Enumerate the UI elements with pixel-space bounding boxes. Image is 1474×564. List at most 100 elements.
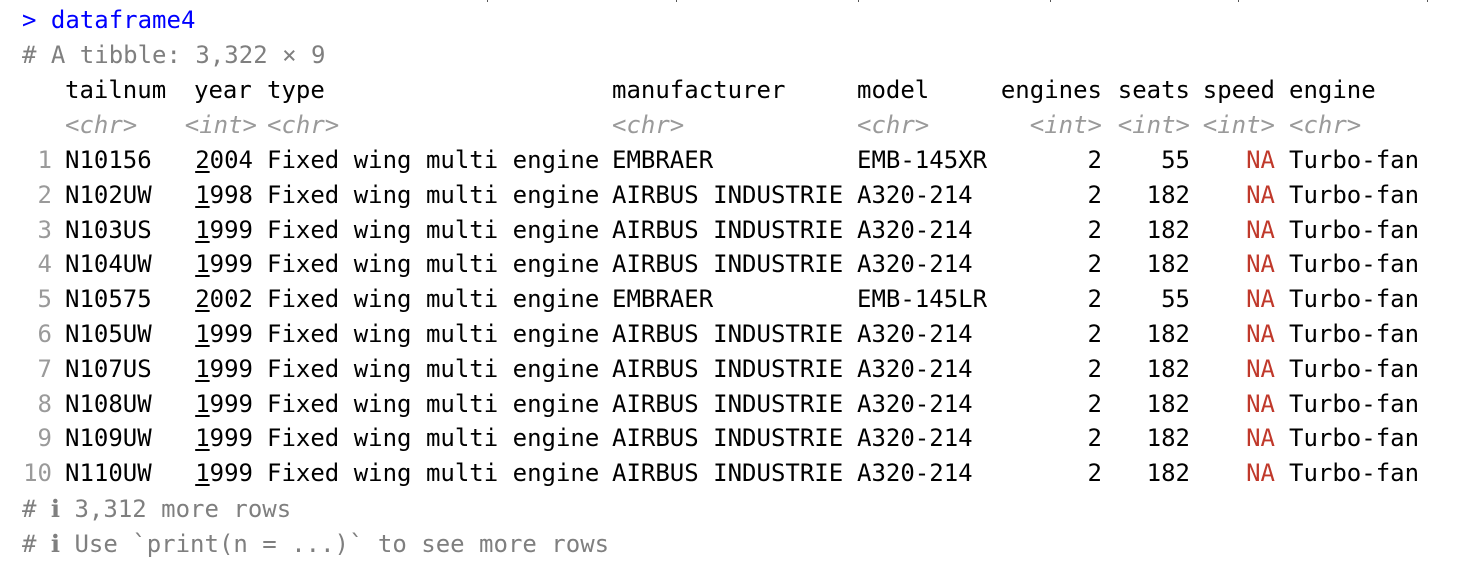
cell-year: 1998 — [180, 178, 253, 213]
cell-type: Fixed wing multi engine — [267, 354, 600, 383]
cell-speed: NA — [1246, 320, 1275, 348]
cell-year-trailing-digits: 999 — [209, 215, 253, 244]
cell-engine: Turbo-fan — [1289, 389, 1420, 418]
cell-type: Fixed wing multi engine — [267, 250, 600, 279]
cell-year-trailing-digits: 999 — [209, 389, 253, 418]
cell-year-trailing-digits: 998 — [209, 180, 253, 209]
cell-seats: 182 — [1146, 215, 1190, 244]
cell-speed: NA — [1246, 389, 1275, 418]
cell-tailnum: N104UW — [65, 250, 152, 279]
cell-manufacturer: AIRBUS INDUSTRIE — [612, 354, 844, 383]
cell-year-leading-digit: 1 — [195, 215, 210, 244]
cell-speed: NA — [1246, 285, 1275, 314]
cell-seats: 55 — [1161, 146, 1190, 174]
cell-tailnum: N103US — [65, 215, 152, 244]
cell-year-leading-digit: 1 — [195, 250, 210, 279]
cell-manufacturer: EMBRAER — [612, 285, 714, 314]
cell-engines: 2 — [1087, 250, 1102, 279]
cell-year-trailing-digits: 999 — [209, 424, 253, 453]
cell-tailnum: N108UW — [65, 389, 152, 418]
cell-year-trailing-digits: 999 — [209, 320, 253, 348]
cell-seats: 182 — [1146, 320, 1190, 348]
cell-year-leading-digit: 2 — [195, 146, 210, 174]
cell-tailnum: N105UW — [65, 320, 152, 348]
cell-seats: 182 — [1146, 250, 1190, 279]
cell-speed: NA — [1246, 459, 1275, 488]
column-header-year: year — [194, 76, 252, 104]
cell-manufacturer: EMBRAER — [612, 146, 714, 174]
cell-engine: Turbo-fan — [1289, 180, 1420, 209]
tibble-summary: # A tibble: 3,322 × 9 — [22, 41, 326, 69]
column-header-engine: engine — [1289, 76, 1376, 104]
cell-year-leading-digit: 1 — [195, 320, 210, 348]
cell-manufacturer: AIRBUS INDUSTRIE — [612, 389, 844, 418]
cell-manufacturer: AIRBUS INDUSTRIE — [612, 459, 844, 488]
cell-engine: Turbo-fan — [1289, 320, 1420, 348]
cell-engine: Turbo-fan — [1289, 424, 1420, 453]
cell-year-trailing-digits: 004 — [209, 146, 253, 174]
cell-engines: 2 — [1087, 180, 1102, 209]
cell-tailnum: N110UW — [65, 459, 152, 488]
cell-speed: NA — [1246, 250, 1275, 279]
column-header-speed: speed — [1202, 76, 1275, 104]
cell-year: 1999 — [180, 456, 253, 491]
cell-engines: 2 — [1087, 285, 1102, 314]
cell-engine: Turbo-fan — [1289, 459, 1420, 488]
cell-manufacturer: AIRBUS INDUSTRIE — [612, 250, 844, 279]
cell-manufacturer: AIRBUS INDUSTRIE — [612, 424, 844, 453]
row-number: 2 — [37, 180, 52, 209]
column-header-model: model — [857, 76, 930, 104]
cell-year-leading-digit: 1 — [195, 354, 210, 383]
cell-type: Fixed wing multi engine — [267, 215, 600, 244]
cell-manufacturer: AIRBUS INDUSTRIE — [612, 215, 844, 244]
cell-type: Fixed wing multi engine — [267, 285, 600, 314]
cell-model: EMB-145LR — [857, 285, 988, 314]
column-header-type: type — [267, 76, 325, 104]
cell-seats: 55 — [1161, 285, 1190, 314]
row-number: 3 — [37, 215, 52, 244]
cell-engines: 2 — [1087, 389, 1102, 418]
cell-model: EMB-145XR — [857, 146, 988, 174]
cell-year-leading-digit: 1 — [195, 459, 210, 488]
cell-seats: 182 — [1146, 354, 1190, 383]
column-type-manufacturer: <chr> — [612, 111, 685, 139]
cell-year: 2004 — [180, 143, 253, 178]
cell-engine: Turbo-fan — [1289, 285, 1420, 314]
console-command-line: > dataframe4 — [22, 3, 195, 38]
column-header-manufacturer: manufacturer — [612, 76, 786, 104]
cell-speed: NA — [1246, 424, 1275, 453]
cell-seats: 182 — [1146, 459, 1190, 488]
cell-engine: Turbo-fan — [1289, 146, 1420, 174]
cell-year-trailing-digits: 999 — [209, 354, 253, 383]
cell-manufacturer: AIRBUS INDUSTRIE — [612, 320, 844, 348]
cell-model: A320-214 — [857, 354, 973, 383]
cell-engines: 2 — [1087, 424, 1102, 453]
row-number: 6 — [37, 320, 52, 348]
cell-year-leading-digit: 1 — [195, 424, 210, 453]
column-type-seats: <int> — [1117, 111, 1190, 139]
cell-model: A320-214 — [857, 320, 973, 348]
cell-engines: 2 — [1087, 354, 1102, 383]
column-type-year: <int> — [184, 111, 257, 139]
cell-year-leading-digit: 2 — [195, 285, 210, 314]
cell-year: 1999 — [180, 317, 253, 352]
column-header-tailnum: tailnum — [65, 76, 167, 104]
column-type-tailnum: <chr> — [65, 111, 138, 139]
cell-engine: Turbo-fan — [1289, 354, 1420, 383]
cell-speed: NA — [1246, 215, 1275, 244]
cell-engine: Turbo-fan — [1289, 250, 1420, 279]
row-number: 7 — [37, 354, 52, 383]
cell-speed: NA — [1246, 146, 1275, 174]
row-number: 9 — [37, 424, 52, 453]
cell-tailnum: N109UW — [65, 424, 152, 453]
cell-manufacturer: AIRBUS INDUSTRIE — [612, 180, 844, 209]
cell-engines: 2 — [1087, 320, 1102, 348]
cell-year: 2002 — [180, 282, 253, 317]
cell-tailnum: N107US — [65, 354, 152, 383]
prompt-symbol: > — [22, 6, 37, 34]
cell-model: A320-214 — [857, 389, 973, 418]
cell-engines: 2 — [1087, 459, 1102, 488]
cell-engine: Turbo-fan — [1289, 215, 1420, 244]
console-command: dataframe4 — [50, 6, 196, 34]
